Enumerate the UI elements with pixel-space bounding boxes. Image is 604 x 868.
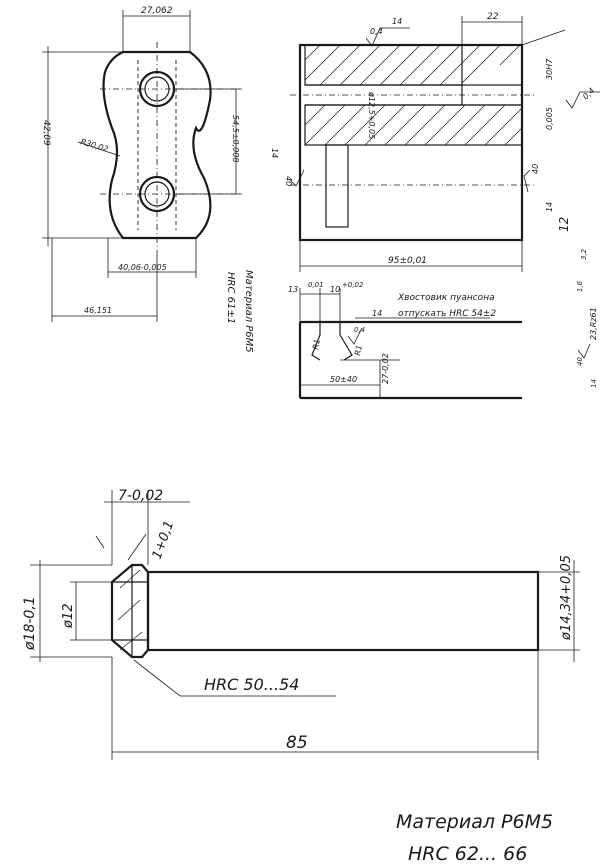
hardness-callout: HRC 50...54 — [204, 675, 299, 694]
hatch-top — [304, 44, 523, 86]
section-slot — [325, 144, 349, 228]
dim-hole-pitch: 54,5±0,008 — [231, 115, 240, 162]
section-view: 22 0,4 14 ø12,5+0,05 30H7 0,005 0,4 40 1… — [270, 12, 600, 272]
dim-27: 27-0,02 — [381, 353, 390, 384]
roughness-right3: 14 — [545, 202, 554, 212]
roughness-side-4: 40 — [576, 357, 584, 366]
dim-right-height: 30H7 — [545, 58, 554, 80]
dim-bore: ø12,5+0,05 — [367, 91, 376, 139]
roughness-right2: 40 — [531, 164, 540, 174]
hatch-bottom — [304, 104, 523, 146]
roughness-top-value: 0,4 — [370, 27, 383, 36]
dim-001: 0,01 — [308, 281, 324, 289]
dim-total-height: 42,09 — [41, 120, 51, 146]
roughness-top-class: 14 — [392, 17, 402, 26]
material-note-lower: Материал Р6М5 HRC 62... 66 — [396, 811, 553, 865]
pin-shank — [146, 570, 540, 652]
dim-head-length: 7-0,02 — [118, 488, 163, 504]
bore-step — [461, 44, 523, 106]
dim-13: 13 — [288, 285, 298, 294]
dim-radius: R30,02 — [79, 137, 109, 153]
roughness-04: 0,4 — [354, 326, 365, 334]
plan-view: 27,062 42,09 R30,02 54,5±0,008 40,06-0,0… — [41, 6, 242, 322]
roughness-side-5: 14 — [590, 379, 598, 388]
dim-50: 50±40 — [330, 375, 357, 384]
lower-notch — [311, 322, 353, 361]
dim-002: +0,02 — [342, 281, 364, 289]
radius-1b: R1 — [353, 344, 364, 356]
material-lower-line1: Материал Р6М5 — [396, 811, 553, 833]
note-line2: отпускать HRC 54±2 — [398, 309, 496, 319]
lower-section-view: 13 0,01 10 +0,02 Хвостовик пуансона 14 о… — [288, 248, 598, 400]
dim-offset: 46,151 — [84, 306, 112, 315]
roughness-side-3: 23,Rz61 — [589, 307, 598, 340]
note-line1: Хвостовик пуансона — [397, 293, 495, 303]
dim-top-width: 27,062 — [141, 6, 173, 16]
dim-head-diameter: ø18-0,1 — [22, 596, 38, 651]
dim-total-length: 85 — [286, 733, 308, 753]
roughness-side-1: 3,2 — [580, 248, 588, 260]
roughness-left: 40 — [284, 176, 293, 186]
dim-10: 10 — [330, 285, 340, 294]
roughness-14-note: 14 — [372, 309, 382, 318]
material-upper-line2: HRC 61±1 — [225, 272, 236, 324]
dim-chamfer: 1+0,1 — [150, 519, 178, 562]
dim-length: 95±0,01 — [388, 256, 427, 266]
pin-head — [110, 563, 150, 659]
plan-outline — [102, 50, 212, 240]
dim-shank-diameter: ø14,34+0,05 — [559, 555, 574, 641]
dim-inner-diameter: ø12 — [61, 604, 76, 630]
pin-view: 7-0,02 1+0,1 ø18-0,1 ø12 ø14,34+0,05 HRC… — [22, 488, 580, 760]
radius-1a: R1 — [311, 338, 322, 350]
roughness-left2: 14 — [270, 148, 279, 158]
roughness-side-2: 1,6 — [576, 280, 584, 292]
material-note-upper: Материал Р6М5 HRC 61±1 — [225, 270, 254, 353]
roughness-right-value: 0,4 — [581, 86, 596, 101]
radius-leader — [77, 141, 121, 157]
dim-right-tol: 0,005 — [545, 107, 554, 130]
hrc-leader — [133, 659, 336, 697]
material-upper-line1: Материал Р6М5 — [243, 270, 254, 353]
material-lower-line2: HRC 62... 66 — [408, 843, 527, 865]
dim-step: 22 — [487, 12, 499, 22]
dim-corner: 12 — [557, 217, 571, 232]
dim-neck-width: 40,06-0,005 — [118, 263, 167, 272]
